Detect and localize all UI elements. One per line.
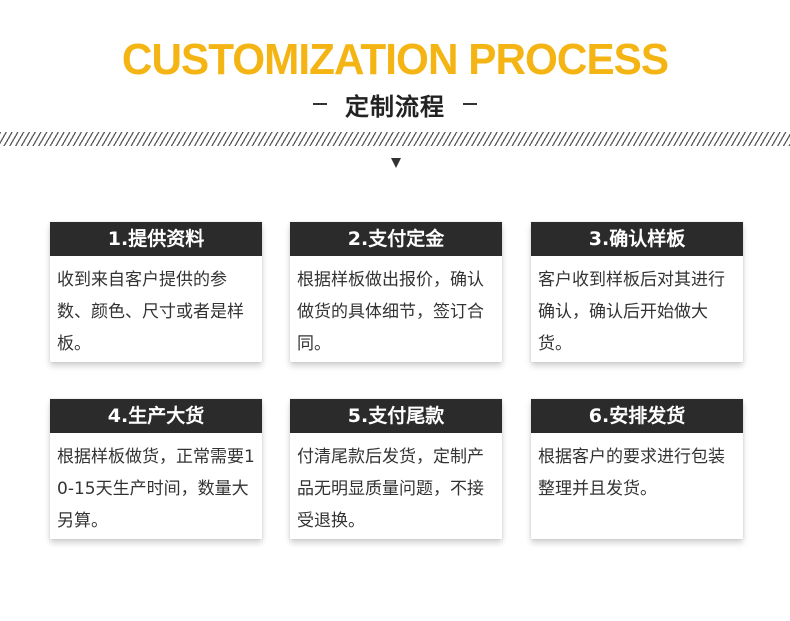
step-title: 2.支付定金 <box>290 222 502 256</box>
page-title-chinese: 定制流程 <box>345 92 445 121</box>
step-description: 根据样板做货，正常需要10-15天生产时间，数量大另算。 <box>57 447 255 531</box>
step-title: 1.提供资料 <box>50 222 262 256</box>
step-title: 3.确认样板 <box>531 222 743 256</box>
process-step-card: 3.确认样板 客户收到样板后对其进行确认，确认后开始做大货。 <box>531 222 743 362</box>
page-title-english: CUSTOMIZATION PROCESS <box>121 35 669 84</box>
process-step-card: 5.支付尾款 付清尾款后发货，定制产品无明显质量问题，不接受退换。 <box>290 399 502 539</box>
right-dash-divider <box>463 103 477 105</box>
process-step-card: 6.安排发货 根据客户的要求进行包装整理并且发货。 <box>531 399 743 539</box>
step-title: 5.支付尾款 <box>290 399 502 433</box>
step-title: 4.生产大货 <box>50 399 262 433</box>
step-description: 客户收到样板后对其进行确认，确认后开始做大货。 <box>538 270 725 354</box>
down-arrow-icon <box>391 158 401 168</box>
process-step-card: 4.生产大货 根据样板做货，正常需要10-15天生产时间，数量大另算。 <box>50 399 262 539</box>
process-step-card: 2.支付定金 根据样板做出报价，确认做货的具体细节，签订合同。 <box>290 222 502 362</box>
step-title: 6.安排发货 <box>531 399 743 433</box>
step-description: 付清尾款后发货，定制产品无明显质量问题，不接受退换。 <box>297 447 484 531</box>
step-description: 根据客户的要求进行包装整理并且发货。 <box>538 447 725 499</box>
left-dash-divider <box>313 103 327 105</box>
page-subtitle-row: 定制流程 <box>0 86 790 122</box>
process-step-card: 1.提供资料 收到来自客户提供的参数、颜色、尺寸或者是样板。 <box>50 222 262 362</box>
step-description: 根据样板做出报价，确认做货的具体细节，签订合同。 <box>297 270 484 354</box>
hatched-divider <box>0 132 790 146</box>
step-description: 收到来自客户提供的参数、颜色、尺寸或者是样板。 <box>57 270 244 354</box>
